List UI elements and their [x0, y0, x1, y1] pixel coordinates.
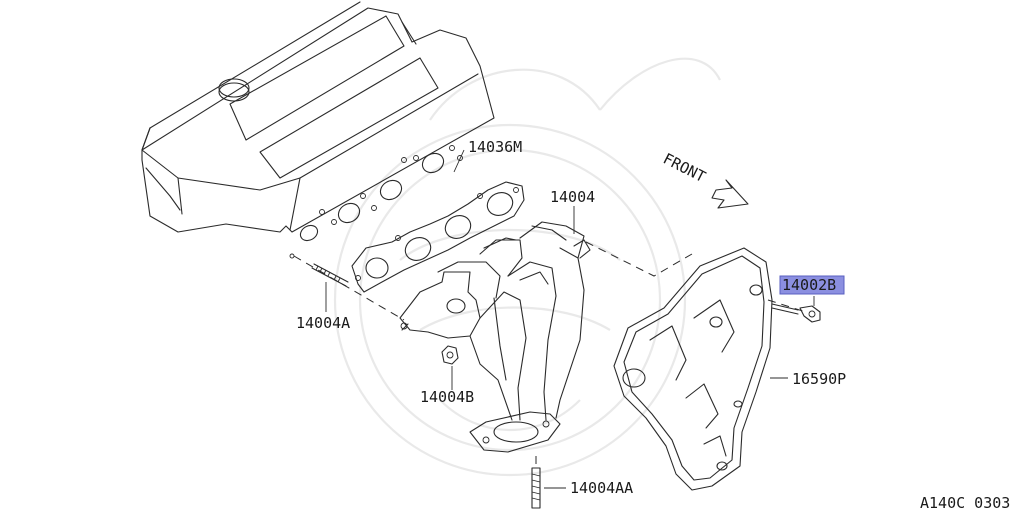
gasket-icon	[351, 181, 525, 293]
exhaust-manifold-icon	[399, 221, 591, 453]
front-arrow: FRONT	[660, 150, 749, 209]
leader-lines	[325, 149, 815, 489]
front-label: FRONT	[660, 150, 708, 187]
engine-cover-icon	[141, 1, 495, 233]
part-label-14004b[interactable]: 14004B	[420, 388, 474, 406]
part-label-14004aa[interactable]: 14004AA	[570, 479, 633, 497]
heat-shield-icon	[613, 247, 773, 491]
part-label-14036m[interactable]: 14036M	[468, 138, 522, 156]
stud-icon	[311, 263, 349, 287]
stud-lower-icon	[531, 467, 541, 509]
assembly-guide-lines	[293, 241, 807, 468]
part-label-14004[interactable]: 14004	[550, 188, 595, 206]
part-label-14002b[interactable]: 14002B	[782, 276, 836, 294]
highlight-box	[779, 275, 845, 295]
watermark-emblem	[333, 57, 721, 477]
bolt-icon	[771, 303, 821, 323]
cylinder-head-ports	[289, 145, 463, 259]
part-label-16590p[interactable]: 16590P	[792, 370, 846, 388]
figure-code: A140C 0303	[920, 494, 1010, 511]
nut-icon	[441, 345, 459, 365]
part-label-14004a[interactable]: 14004A	[296, 314, 350, 332]
